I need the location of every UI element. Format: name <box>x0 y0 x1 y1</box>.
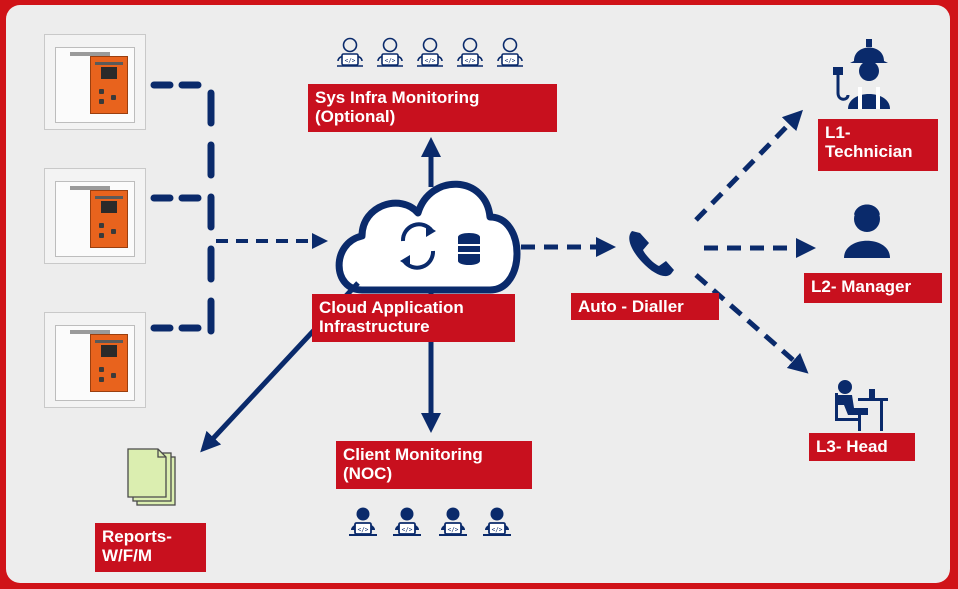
diagram-frame: </> </> <box>6 5 950 583</box>
diagram-canvas: </> </> <box>127 37 890 536</box>
manager-icon <box>844 204 890 258</box>
technician-icon <box>833 39 890 109</box>
controller-device-icon <box>44 168 146 264</box>
head-icon <box>835 380 888 431</box>
reports-documents-icon <box>127 448 176 506</box>
l2-manager-label: L2- Manager <box>804 273 942 303</box>
auto-dialler-label: Auto - Dialler <box>571 293 719 320</box>
controller-device-icon <box>44 312 146 408</box>
controller-device-icon <box>44 34 146 130</box>
client-monitoring-label: Client Monitoring (NOC) <box>336 441 532 489</box>
noc-operators <box>348 506 512 536</box>
reports-label: Reports- W/F/M <box>95 523 206 572</box>
cloud-application-infrastructure-label: Cloud Application Infrastructure <box>312 294 515 342</box>
telephone-icon <box>629 231 674 277</box>
dialler-arrows <box>521 109 816 374</box>
sys-infra-operators <box>336 37 524 67</box>
l1-technician-label: L1- Technician <box>818 119 938 171</box>
l3-head-label: L3- Head <box>809 433 915 461</box>
cloud-icon <box>335 180 521 294</box>
sys-infra-monitoring-label: Sys Infra Monitoring (Optional) <box>308 84 557 132</box>
device-connectors <box>150 81 215 337</box>
